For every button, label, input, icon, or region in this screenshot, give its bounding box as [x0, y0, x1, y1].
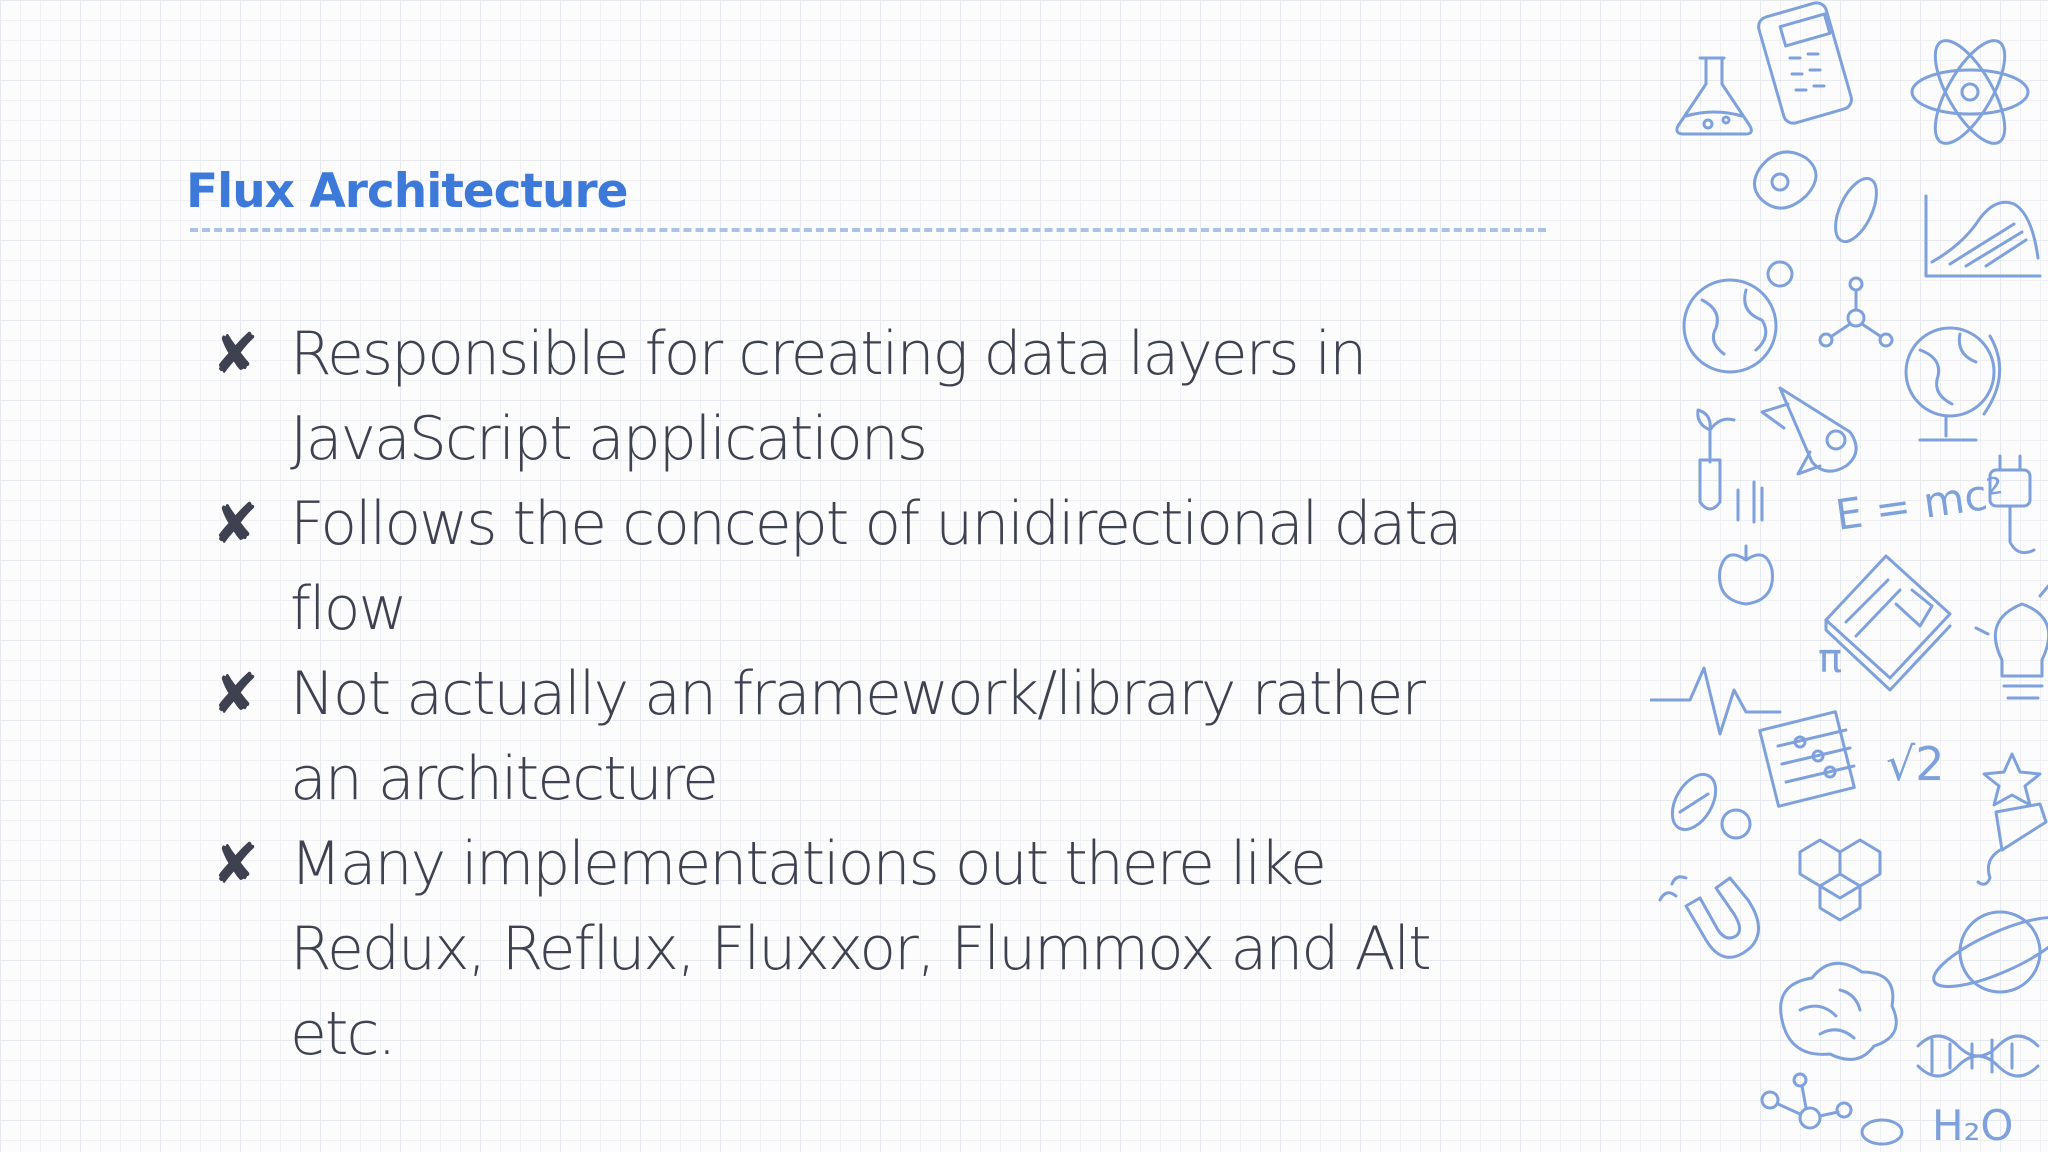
title-divider [190, 228, 1546, 232]
formula-text: √2 [1886, 737, 1945, 791]
bacteria-icon [1754, 152, 1884, 248]
bullet-item: ✘ Many implementations out there like Re… [212, 822, 1502, 1077]
globe-icon [1684, 262, 1792, 372]
cross-mark-icon: ✘ [212, 832, 259, 897]
pills-icon [1663, 767, 1750, 838]
bullet-text: Not actually an framework/library rather… [290, 659, 1426, 814]
bullet-item: ✘ Not actually an framework/library rath… [212, 652, 1502, 822]
brain-icon [1781, 963, 1897, 1059]
atom-icon [1912, 31, 2028, 153]
lightbulb-icon [1976, 584, 2048, 698]
bullet-text: Follows the concept of unidirectional da… [290, 489, 1463, 644]
science-doodles: E = mc² π [1650, 0, 2048, 1150]
rocket-icon [1762, 388, 1856, 474]
book-icon [1826, 556, 1950, 690]
cross-mark-icon: ✘ [212, 322, 259, 387]
hexagon-molecule-icon [1800, 840, 1880, 920]
calculator-icon [1756, 0, 1854, 125]
bullet-text: Responsible for creating data layers in … [290, 319, 1367, 474]
cross-mark-icon: ✘ [212, 662, 259, 727]
formula-text: E = mc² [1833, 468, 2007, 540]
plug-icon [1990, 456, 2034, 553]
apple-icon [1720, 482, 1773, 604]
planet-icon [1926, 904, 2048, 999]
bullet-item: ✘ Responsible for creating data layers i… [212, 312, 1502, 482]
molecule-icon [1762, 1074, 1902, 1144]
slide-title: Flux Architecture [186, 164, 629, 219]
heartbeat-icon [1650, 668, 1780, 734]
formula-text: H₂O [1932, 1101, 2013, 1150]
bullet-text: Many implementations out there like Redu… [290, 829, 1432, 1069]
molecule-icon [1820, 278, 1892, 346]
formula-text: π [1818, 636, 1842, 682]
star-icon [1984, 754, 2040, 805]
bullet-item: ✘ Follows the concept of unidirectional … [212, 482, 1502, 652]
abacus-icon [1760, 712, 1855, 807]
test-tube-icon [1698, 410, 1734, 509]
cross-mark-icon: ✘ [212, 492, 259, 557]
flask-icon [1677, 58, 1751, 134]
dna-icon [1918, 1036, 2038, 1076]
bullet-list: ✘ Responsible for creating data layers i… [212, 312, 1502, 1077]
globe-icon [1906, 328, 2000, 440]
magnet-icon [1660, 877, 1759, 957]
thermometer-icon [1978, 804, 2046, 884]
graph-icon [1926, 196, 2040, 276]
